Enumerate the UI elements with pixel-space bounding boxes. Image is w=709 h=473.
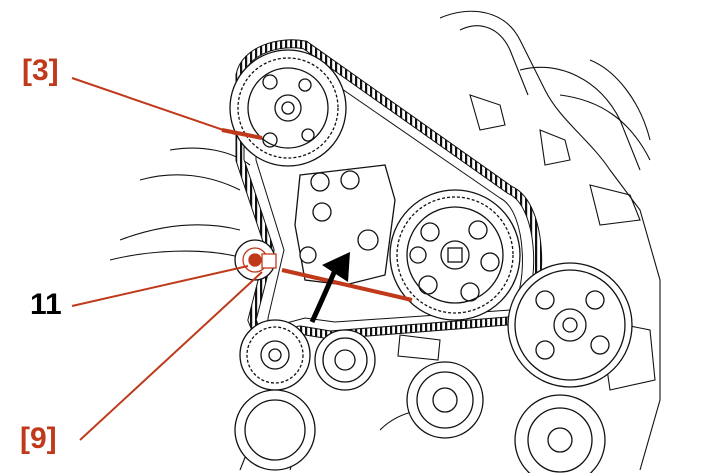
locking-pin-pump bbox=[281, 268, 413, 302]
crankshaft-sprocket bbox=[234, 319, 316, 471]
idler-roller bbox=[314, 329, 376, 391]
callout-11: 11 bbox=[30, 288, 62, 321]
rotation-arrow bbox=[309, 252, 350, 324]
injection-pump-sprocket bbox=[389, 189, 521, 321]
tensioner-mounting-plate bbox=[294, 164, 396, 286]
leader-line-3 bbox=[71, 77, 236, 135]
callout-3: [3] bbox=[22, 54, 59, 87]
leader-line-11 bbox=[71, 265, 249, 307]
leader-lines bbox=[71, 77, 263, 441]
belt-tensioner-roller bbox=[234, 239, 277, 281]
callout-9: [9] bbox=[20, 422, 57, 455]
camshaft-sprocket bbox=[229, 49, 347, 167]
alternator-pulley bbox=[406, 361, 606, 473]
leader-line-9 bbox=[79, 271, 263, 441]
accessory-pulley bbox=[507, 262, 633, 388]
